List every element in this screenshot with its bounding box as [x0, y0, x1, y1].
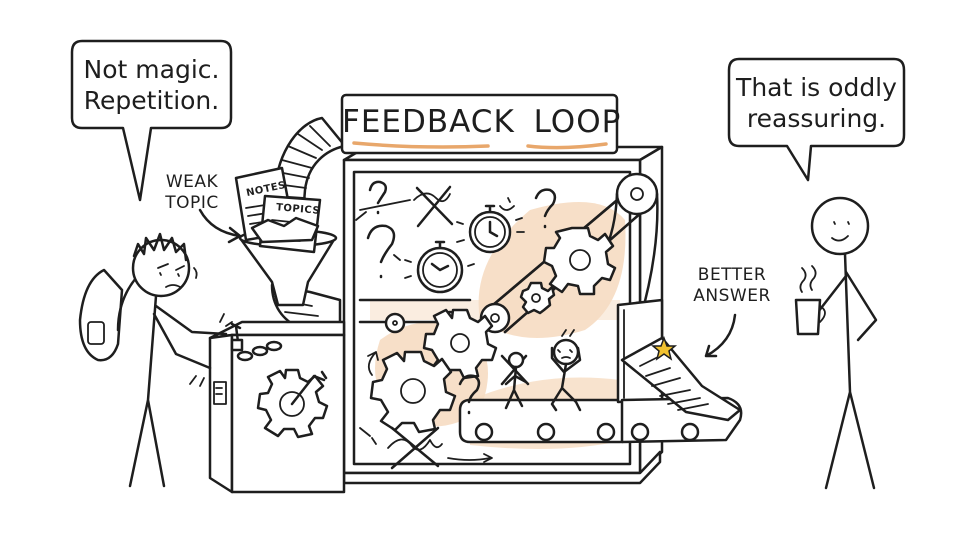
output-arrow	[704, 313, 737, 358]
crossed-out-stick-figure	[504, 351, 528, 410]
feedback-loop-sign	[340, 93, 619, 155]
cross-mark-icon	[387, 426, 443, 470]
reassured-stick-figure	[810, 196, 878, 490]
better-answer-paper	[620, 335, 742, 422]
question-mark-icon	[534, 188, 557, 229]
crank-wheel-icon	[256, 368, 329, 439]
star-icon	[650, 335, 678, 361]
input-arrow	[198, 208, 242, 244]
student-stick-figure	[78, 232, 233, 488]
bottom-conveyor-belt	[458, 398, 632, 444]
control-buttons	[236, 340, 283, 362]
scribble-marks	[355, 197, 515, 463]
stopwatch-icon	[404, 240, 475, 294]
gear-icon	[369, 350, 457, 434]
gear-icon	[519, 281, 556, 315]
lever-icon	[230, 322, 244, 352]
question-mark-icon	[458, 374, 481, 415]
speech-bubble-left	[70, 39, 233, 202]
question-mark-icon	[366, 224, 396, 279]
crumpled-paper	[250, 216, 320, 244]
coffee-mug-icon	[794, 265, 826, 336]
cross-mark-icon	[413, 185, 454, 228]
panicking-stick-figure	[550, 329, 582, 412]
speech-bubble-right	[727, 57, 906, 182]
question-mark-icon	[368, 180, 388, 215]
gear-icon	[542, 226, 617, 296]
stopwatch-icon	[456, 204, 525, 254]
